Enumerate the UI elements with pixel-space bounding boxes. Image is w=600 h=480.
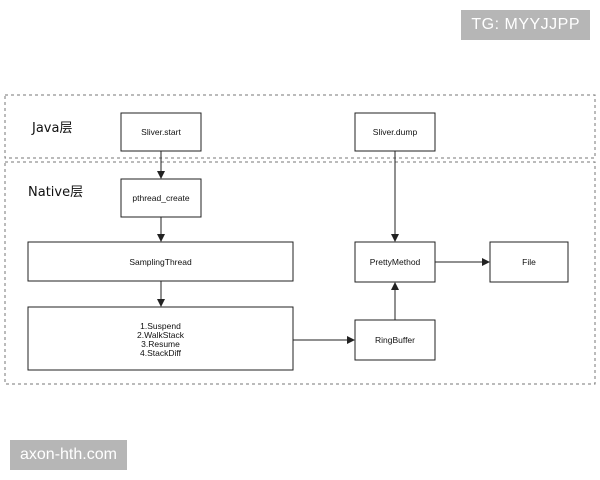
- native-layer-title: Native层: [28, 185, 83, 200]
- native-layer-container: [4, 161, 596, 385]
- steps-node: 1.Suspend 2.WalkStack 3.Resume 4.StackDi…: [27, 306, 294, 371]
- step-resume: 3.Resume: [141, 339, 180, 349]
- pretty-method-node: PrettyMethod: [354, 241, 436, 283]
- sliver-start-label: Sliver.start: [141, 127, 181, 137]
- file-label: File: [522, 257, 536, 267]
- sliver-dump-label: Sliver.dump: [373, 127, 418, 137]
- ring-buffer-node: RingBuffer: [354, 319, 436, 361]
- pthread-create-node: pthread_create: [120, 178, 202, 218]
- sampling-thread-node: SamplingThread: [27, 241, 294, 282]
- step-suspend: 1.Suspend: [140, 321, 181, 331]
- java-layer-title: Java层: [31, 121, 72, 136]
- sliver-start-node: Sliver.start: [120, 112, 202, 152]
- file-node: File: [489, 241, 569, 283]
- sampling-thread-label: SamplingThread: [129, 257, 192, 267]
- step-walkstack: 2.WalkStack: [137, 330, 185, 340]
- pthread-create-label: pthread_create: [132, 193, 189, 203]
- step-stackdiff: 4.StackDiff: [140, 348, 182, 358]
- ring-buffer-label: RingBuffer: [375, 335, 415, 345]
- java-layer-container: [4, 94, 596, 159]
- watermark-tg-label: TG: MYYJJPP: [461, 10, 590, 40]
- sliver-dump-node: Sliver.dump: [354, 112, 436, 152]
- watermark-site-label: axon-hth.com: [10, 440, 127, 470]
- pretty-method-label: PrettyMethod: [370, 257, 421, 267]
